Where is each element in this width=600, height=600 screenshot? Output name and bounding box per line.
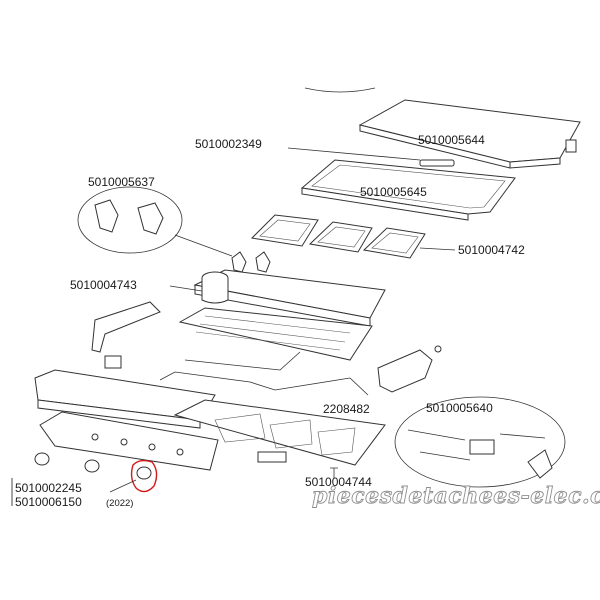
part-burner-bracket: [169, 269, 386, 327]
part-base-tray: [173, 399, 386, 466]
label-5010005637: 5010005637: [88, 175, 155, 189]
label-5010004744: 5010004744: [305, 475, 372, 489]
part-rod-2208482: [159, 351, 369, 396]
part-clips-detail: [77, 186, 233, 257]
label-5010005640: 5010005640: [426, 401, 493, 415]
label-5010004742: 5010004742: [458, 243, 525, 257]
leader-lines: [287, 147, 456, 251]
label-5010004743: 5010004743: [70, 278, 137, 292]
part-drip-tray: [300, 159, 516, 221]
watermark-text: piecesdetachees-elec.com: [312, 483, 600, 509]
label-2208482: 2208482: [323, 402, 370, 416]
label-5010006150: 5010006150: [15, 495, 82, 509]
label-5010002349: 5010002349: [195, 137, 262, 151]
part-heat-plate: [178, 307, 373, 361]
part-front-panel: [39, 411, 219, 471]
part-knobs: [34, 452, 158, 493]
top-lid-edge: [304, 87, 376, 93]
label-year-note: (2022): [106, 498, 133, 509]
part-right-side: [377, 345, 442, 393]
highlight-circle: [130, 459, 158, 493]
label-5010005645: 5010005645: [360, 185, 427, 199]
part-left-side: [91, 301, 161, 369]
part-igniter-detail: [394, 396, 566, 488]
part-screw: [330, 467, 338, 478]
part-small-clips: [231, 251, 271, 273]
part-lid-plate: [358, 99, 581, 169]
label-5010002245: 5010002245: [15, 481, 82, 495]
part-burner-grates: [250, 214, 426, 259]
label-5010005644: 5010005644: [418, 133, 485, 147]
